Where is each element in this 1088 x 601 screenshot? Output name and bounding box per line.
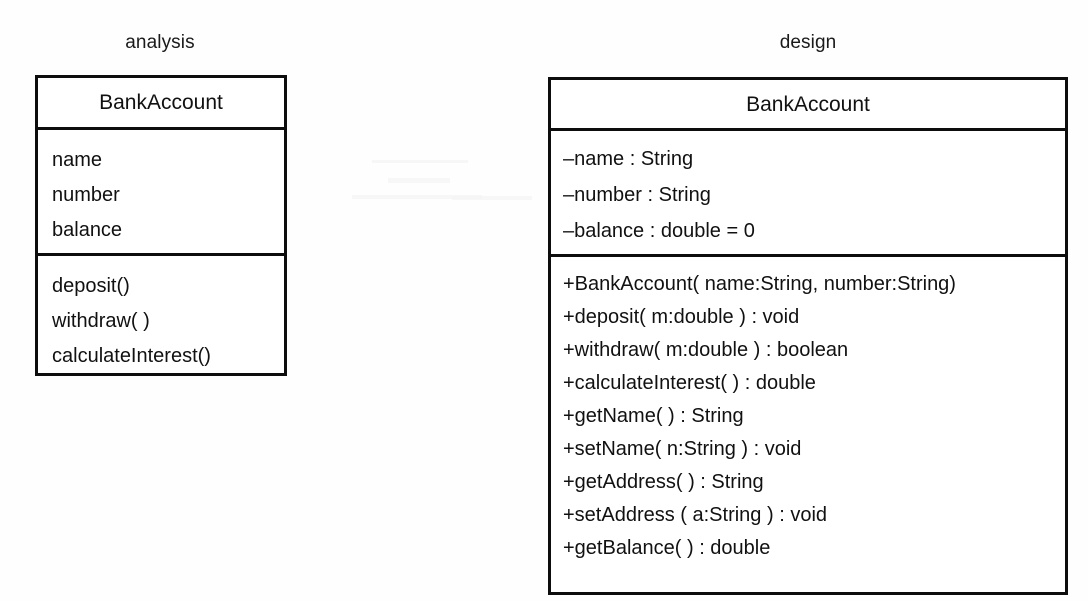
uml-operations-compartment-design: +BankAccount( name:String, number:String…	[551, 254, 1065, 592]
uml-attribute-list-analysis: name number balance	[52, 150, 284, 240]
uml-operation: +getBalance( ) : double	[563, 537, 771, 559]
uml-operation: +withdraw( m:double ) : boolean	[563, 339, 849, 361]
uml-operation: calculateInterest()	[52, 345, 211, 367]
uml-operation: +calculateInterest( ) : double	[563, 372, 816, 394]
uml-class-box-design[interactable]: BankAccount –name : String –number : Str…	[548, 77, 1068, 595]
uml-operation: +setName( n:String ) : void	[563, 438, 802, 460]
panel-design: design BankAccount –name : String –numbe…	[528, 0, 1088, 601]
uml-operation: +getAddress( ) : String	[563, 471, 764, 493]
scan-artifact	[372, 160, 468, 163]
scan-artifact	[388, 178, 450, 183]
panel-caption-analysis: analysis	[125, 32, 195, 53]
panel-caption-design: design	[779, 32, 837, 53]
scan-artifact	[352, 195, 482, 199]
uml-class-name-analysis: BankAccount	[99, 91, 223, 114]
uml-operations-compartment-analysis: deposit() withdraw( ) calculateInterest(…	[38, 253, 284, 373]
uml-class-box-analysis[interactable]: BankAccount name number balance deposit(…	[35, 75, 287, 376]
uml-attribute: –name : String	[563, 148, 694, 170]
uml-attribute: –number : String	[563, 184, 711, 206]
uml-operation: deposit()	[52, 275, 130, 297]
uml-attribute-list-design: –name : String –number : String –balance…	[563, 149, 1065, 241]
uml-operation: +deposit( m:double ) : void	[563, 306, 800, 328]
uml-attributes-compartment-analysis: name number balance	[38, 127, 284, 253]
uml-operation-list-analysis: deposit() withdraw( ) calculateInterest(…	[52, 276, 284, 366]
uml-attribute: –balance : double = 0	[563, 220, 755, 242]
uml-operation: withdraw( )	[52, 310, 150, 332]
panel-analysis: analysis BankAccount name number balance…	[0, 0, 320, 400]
uml-attribute: balance	[52, 219, 123, 241]
uml-operation: +getName( ) : String	[563, 405, 744, 427]
uml-class-name-design: BankAccount	[746, 92, 870, 116]
uml-attribute: name	[52, 149, 103, 171]
uml-operation: +setAddress ( a:String ) : void	[563, 504, 828, 526]
uml-attribute: number	[52, 184, 120, 206]
uml-operation-list-design: +BankAccount( name:String, number:String…	[563, 274, 1065, 558]
uml-attributes-compartment-design: –name : String –number : String –balance…	[551, 128, 1065, 254]
scan-artifact	[452, 196, 532, 200]
uml-operation: +BankAccount( name:String, number:String…	[563, 273, 956, 295]
